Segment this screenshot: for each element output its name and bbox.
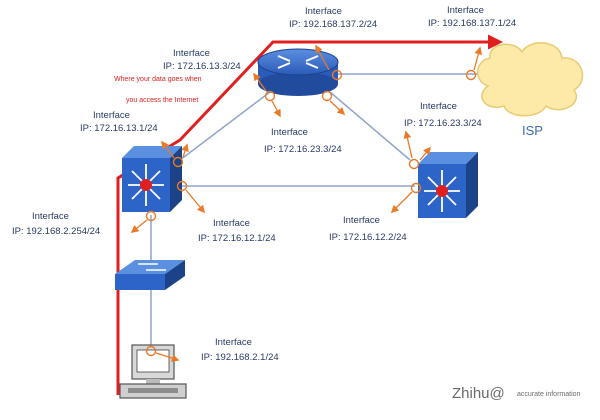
pointer-arrow [155, 352, 180, 362]
pc-icon [119, 344, 187, 399]
interface-marker-l3right-top [408, 158, 420, 170]
pointer-arrow [253, 72, 267, 92]
pointer-arrow [473, 46, 483, 71]
label-title: Interface [447, 5, 484, 16]
label-ip: IP: 192.168.2.1/24 [201, 352, 279, 363]
label-ip: IP: 172.16.23.3/24 [264, 144, 342, 155]
label-ip: IP: 172.16.23.3/24 [404, 118, 482, 129]
pointer-arrow [185, 189, 205, 214]
pointer-arrow [315, 44, 330, 71]
interface-marker-l3left-top [172, 156, 184, 168]
label-title: Interface [173, 48, 210, 59]
isp-cloud [477, 42, 584, 117]
router-icon [257, 48, 339, 96]
label-title: Interface [213, 218, 250, 229]
interface-marker-l3left-bottom [145, 210, 157, 222]
interface-pointer-arrows [130, 44, 483, 362]
label-title: Interface [93, 110, 130, 121]
access-switch-icon [115, 260, 185, 290]
pointer-arrow [130, 219, 148, 233]
label-ip: IP: 172.16.12.2/24 [329, 232, 407, 243]
label-ip: IP: 172.16.13.3/24 [163, 61, 241, 72]
label-title: Interface [271, 127, 308, 138]
label-ip: IP: 192.168.137.2/24 [289, 19, 377, 30]
label-title: Interface [343, 215, 380, 226]
interface-labels: Interface IP: 192.168.137.2/24 Interface… [12, 5, 516, 363]
link-router-l3switch-right [329, 91, 411, 161]
label-ip: IP: 192.168.137.1/24 [428, 18, 516, 29]
link-router-l3switch-left [179, 91, 271, 161]
interface-marker-router-bottom [321, 90, 333, 102]
pointer-arrow [419, 146, 431, 161]
label-ip: IP: 172.16.12.1/24 [198, 233, 276, 244]
pointer-arrow [403, 130, 413, 159]
data-path-arrow [116, 34, 503, 395]
pointer-arrow [181, 143, 189, 158]
label-ip: IP: 192.168.2.254/24 [12, 226, 100, 237]
annotation-line-2: you access the Internet [126, 97, 198, 104]
label-title: Interface [32, 211, 69, 222]
pointer-arrow [271, 100, 281, 118]
annotation-line-1: Where your data goes when [114, 76, 202, 83]
label-title: Interface [420, 101, 457, 112]
pointer-arrow [161, 140, 175, 159]
interface-marker-router-right [331, 69, 343, 81]
network-links [150, 73, 490, 350]
interface-marker-isp [465, 69, 477, 81]
pointer-arrow [390, 191, 413, 214]
label-title: Interface [305, 6, 342, 17]
layer3-switch-right-icon [418, 152, 478, 218]
interface-marker-l3left-right [176, 180, 188, 192]
interface-marker-router-left [264, 90, 276, 102]
isp-label: ISP [522, 123, 543, 138]
label-ip: IP: 172.16.13.1/24 [80, 123, 158, 134]
interface-marker-l3right-left [410, 182, 422, 194]
pointer-arrow [329, 100, 346, 116]
label-title: Interface [215, 337, 252, 348]
watermark-subtitle: accurate information [517, 391, 581, 398]
interface-markers [145, 69, 477, 357]
watermark-brand: Zhihu@ [452, 385, 505, 402]
interface-marker-pc [145, 345, 157, 357]
